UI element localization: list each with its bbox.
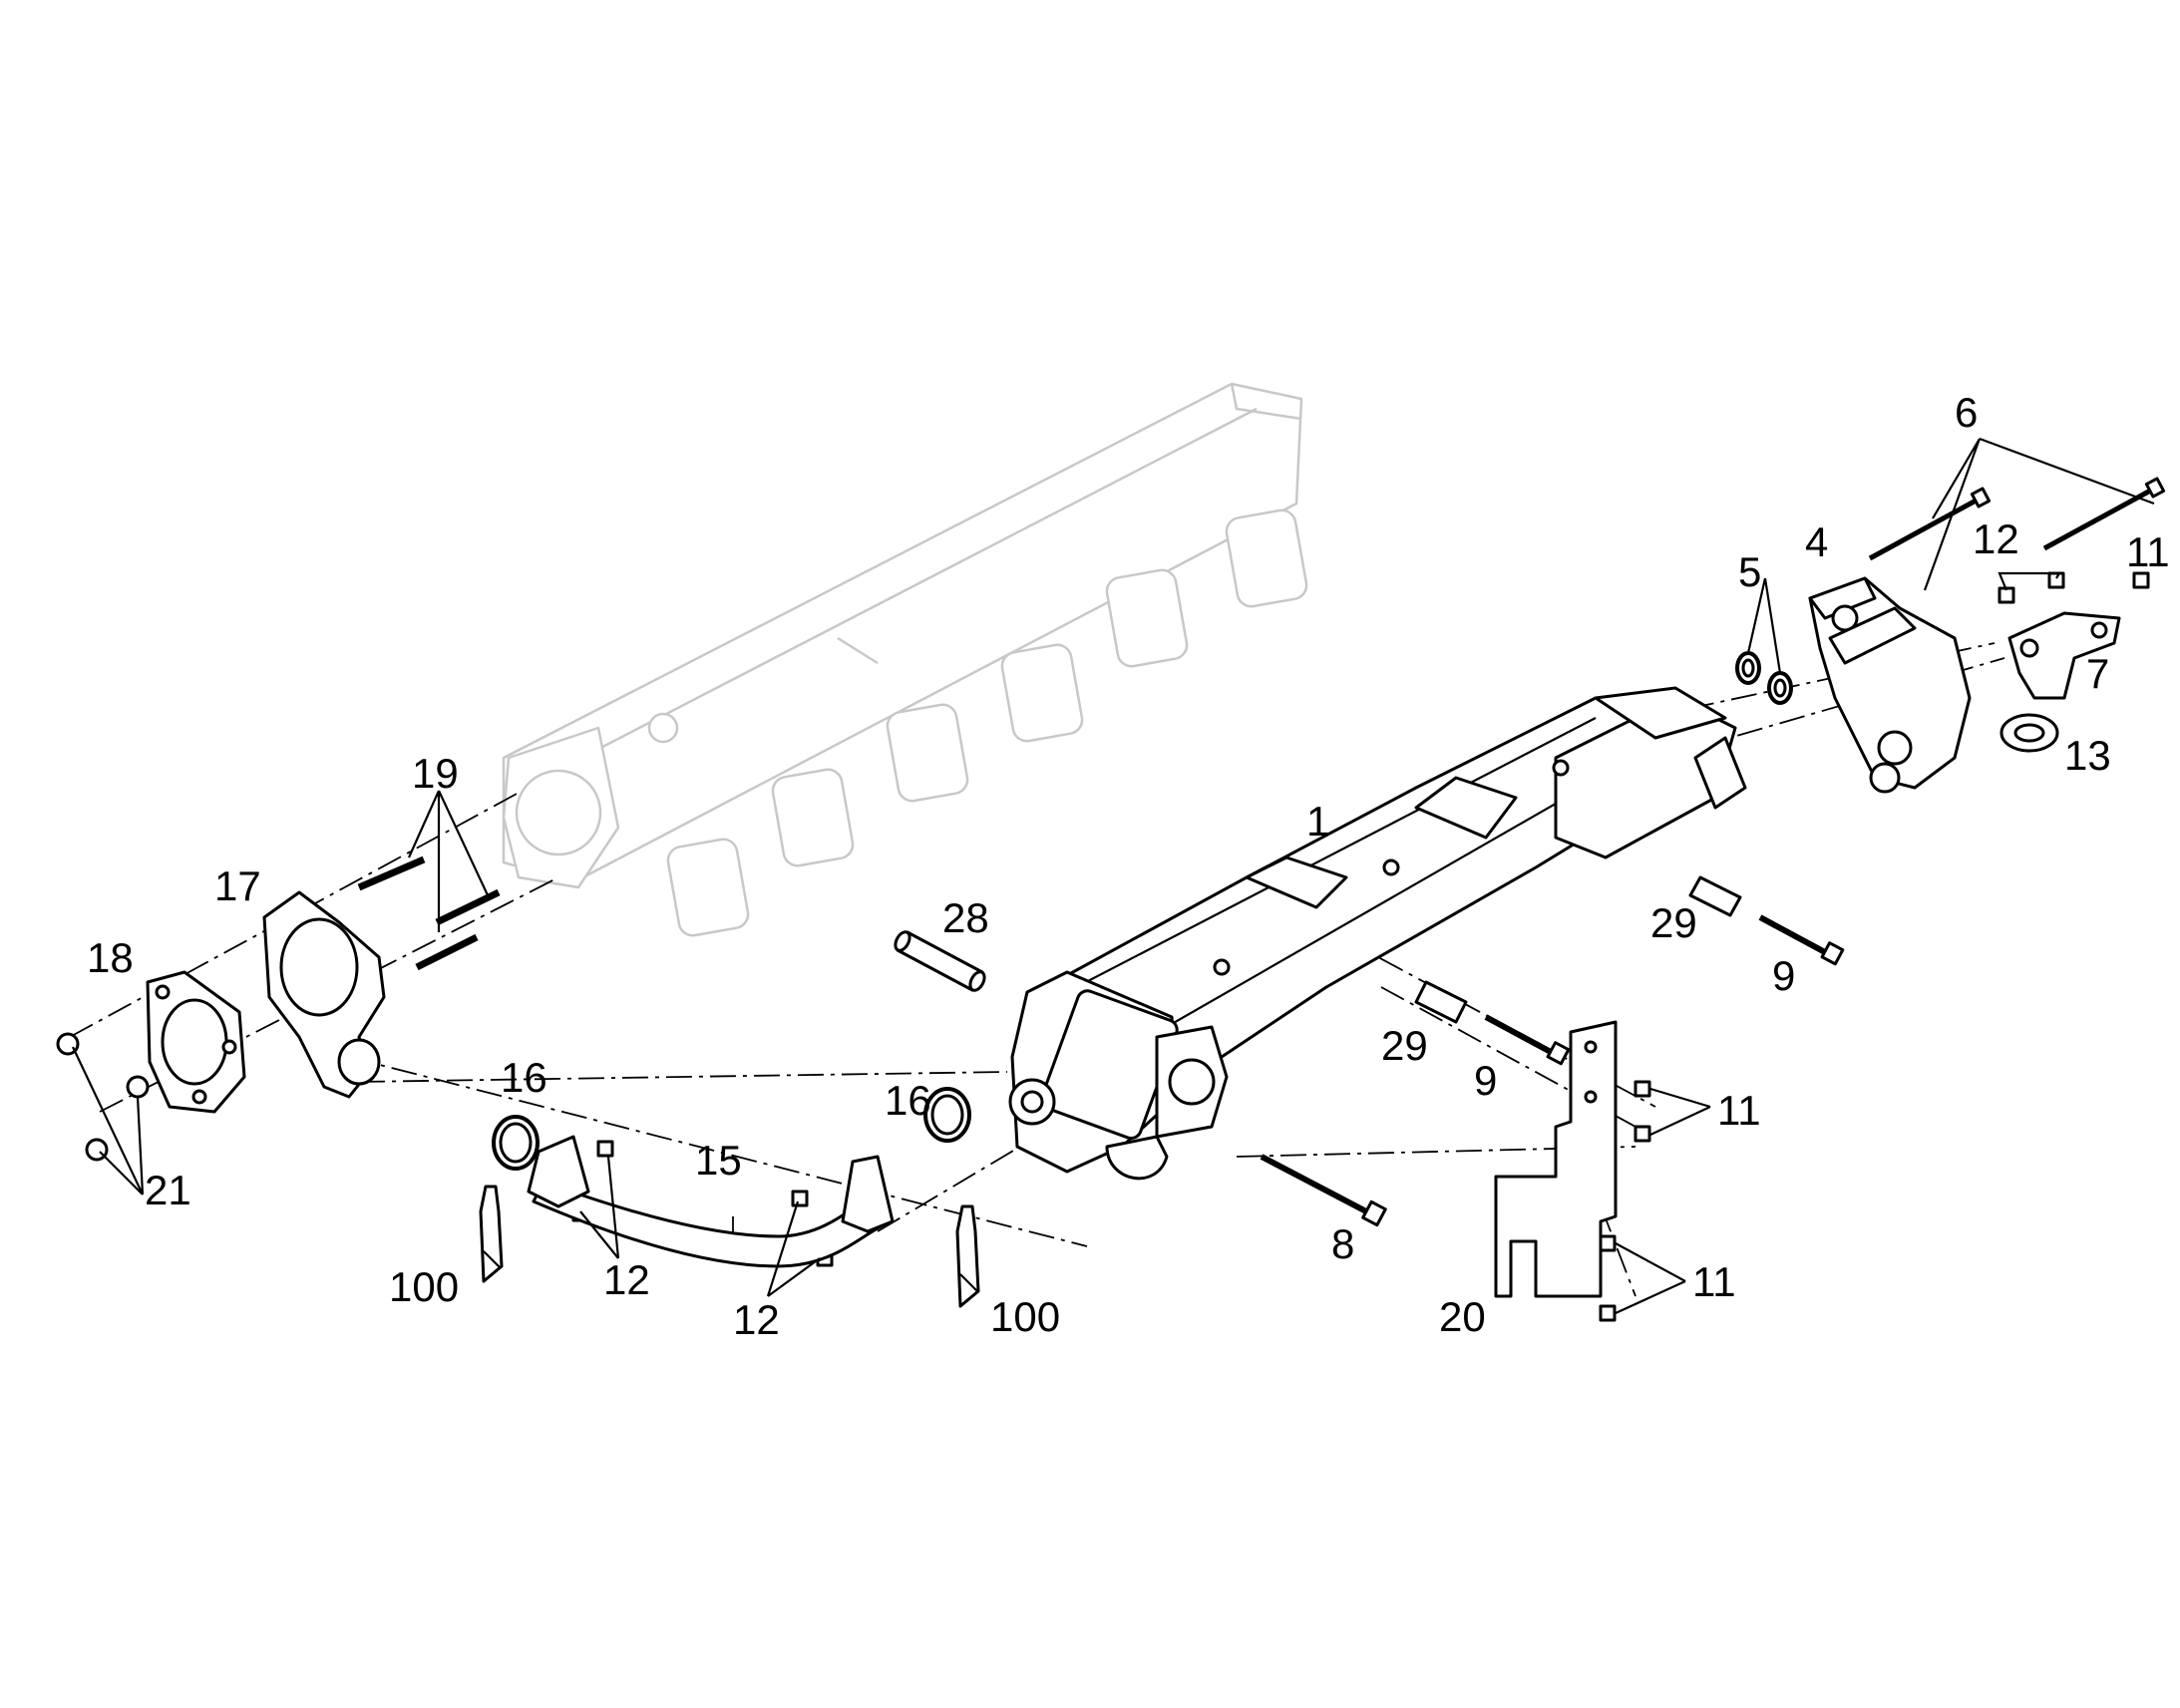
callout-12-center: 12	[733, 1296, 780, 1343]
callout-8: 8	[1331, 1220, 1354, 1267]
pipe-bracket-7	[2007, 611, 2121, 700]
callout-12-right: 12	[1973, 515, 2019, 562]
manifold-adapter-17	[262, 890, 386, 1099]
callout-29-upper: 29	[1650, 899, 1697, 946]
callout-20: 20	[1439, 1293, 1486, 1340]
sleeve-28	[894, 930, 986, 992]
nut-set-21	[56, 1032, 150, 1162]
sleeve-29-upper	[1688, 875, 1742, 917]
callout-12-left: 12	[603, 1256, 650, 1303]
callout-11-lower: 11	[1692, 1258, 1736, 1305]
sealant-tube-100-left	[479, 1185, 504, 1283]
callout-18: 18	[87, 934, 134, 981]
seal-ring-16-left	[492, 1115, 540, 1171]
callout-19: 19	[412, 750, 459, 797]
callout-9-lower: 9	[1474, 1057, 1497, 1104]
bolt-9-lower	[1484, 1014, 1571, 1066]
callout-21: 21	[145, 1167, 191, 1213]
callout-16-left: 16	[501, 1054, 547, 1101]
callout-16-right: 16	[885, 1077, 931, 1124]
callout-13: 13	[2064, 732, 2111, 779]
callout-28: 28	[942, 894, 989, 941]
o-ring-pair-5	[1735, 651, 1793, 705]
exhaust-manifold-ghost	[502, 382, 1308, 937]
callout-9-upper: 9	[1772, 952, 1795, 999]
callout-7: 7	[2086, 650, 2109, 697]
callout-100-left: 100	[389, 1263, 459, 1310]
callout-11-mid: 11	[1717, 1087, 1761, 1134]
small-bolts	[571, 571, 2150, 1322]
sealant-tube-100-right	[955, 1204, 980, 1308]
gasket-18	[146, 970, 246, 1114]
callout-6: 6	[1955, 389, 1978, 436]
callout-labels: 1 4 5 6 7 8 9 9 11 11 11 12 12 12 13 15 …	[87, 389, 2170, 1343]
support-bracket-20	[1494, 1020, 1618, 1298]
egr-cooler-body	[1008, 686, 1747, 1181]
leader-lines	[72, 437, 2155, 1315]
callout-11-right: 11	[2126, 528, 2170, 575]
callout-29-lower: 29	[1381, 1022, 1428, 1069]
callout-5: 5	[1738, 548, 1761, 595]
callout-17: 17	[214, 862, 261, 909]
seal-ring-16-right	[923, 1087, 971, 1143]
long-bolt-pair-6	[1868, 477, 2166, 561]
connecting-pipe-15	[527, 1135, 895, 1268]
egr-valve-housing-4	[1808, 576, 1972, 794]
callout-4: 4	[1805, 518, 1828, 565]
gasket-13	[1999, 713, 2059, 753]
callout-1: 1	[1306, 798, 1329, 845]
callout-100-right: 100	[990, 1293, 1060, 1340]
sleeve-29-lower	[1414, 980, 1468, 1024]
bolt-8	[1260, 1154, 1387, 1227]
bolt-9-upper	[1758, 914, 1845, 966]
callout-15: 15	[695, 1137, 742, 1184]
